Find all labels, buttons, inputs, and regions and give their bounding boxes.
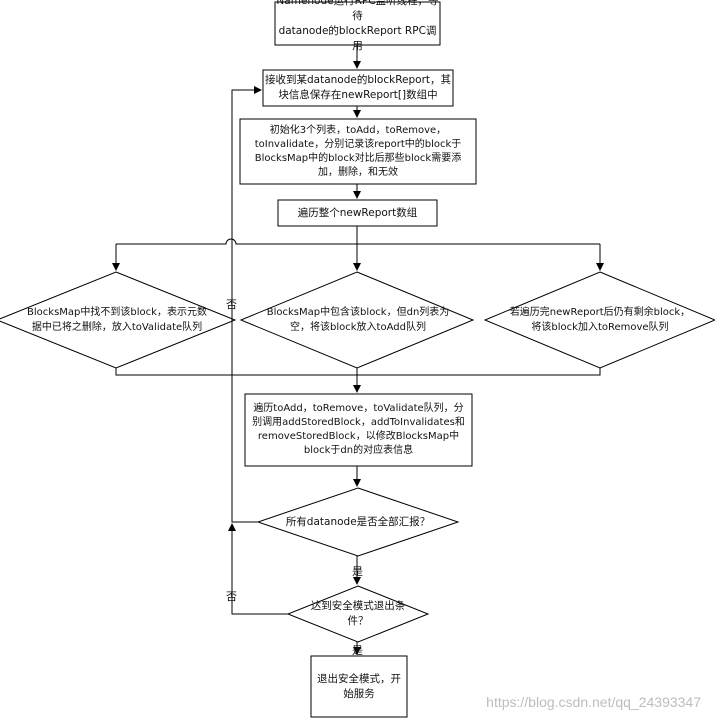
text-rpc-listen: Namenode运行RPC监听线程，等待 datanode的blockRepor… xyxy=(276,0,439,52)
diamond-safe-mode xyxy=(286,585,430,643)
box-rpc-listen xyxy=(274,1,441,46)
text-decision-not-found: BlocksMap中找不到该block，表示元数 据中已将之删除，放入toVal… xyxy=(27,307,207,333)
text-exit-safe-mode: 退出安全模式，开 始服务 xyxy=(317,672,401,700)
text-decision-dn-empty: BlocksMap中包含该block，但dn列表为 空，将该block放入toA… xyxy=(266,307,450,333)
box-init-lists xyxy=(239,118,477,185)
label-no-loop-bottom: 否 xyxy=(226,590,237,603)
box-process-queues xyxy=(244,393,473,467)
label-no-loop-top: 否 xyxy=(226,298,237,311)
text-init-lists: 初始化3个列表，toAdd，toRemove， toInvalidate，分别记… xyxy=(254,124,462,178)
edge-split-bar xyxy=(116,238,600,245)
label-yes-safe-mode: 是 xyxy=(352,644,363,657)
text-process-queues: 遍历toAdd，toRemove，toValidate队列，分 别调用addSt… xyxy=(252,403,465,456)
text-decision-remaining: 若遍历完newReport后仍有剩余block， 将该block加入toRemo… xyxy=(509,307,691,333)
label-yes-all-reported: 是 xyxy=(352,565,363,578)
edge-merge-left xyxy=(115,368,357,376)
text-all-reported: 所有datanode是否全部汇报？ xyxy=(285,515,431,528)
edge-merge-right xyxy=(357,368,601,376)
text-receive-report: 接收到某datanode的blockReport，其 块信息保存在newRepo… xyxy=(264,74,452,101)
edge-safe-mode-no xyxy=(228,523,288,615)
box-traverse-report xyxy=(277,199,438,227)
edge-all-reported-no xyxy=(231,86,262,523)
box-exit-safe-mode xyxy=(310,655,408,718)
text-safe-mode-condition: 达到安全模式退出条 件？ xyxy=(310,600,406,627)
watermark: https://blog.csdn.net/qq_24393347 xyxy=(486,694,701,710)
text-traverse-report: 遍历整个newReport数组 xyxy=(297,206,418,219)
diamond-all-reported xyxy=(256,487,460,557)
box-receive-report xyxy=(262,69,454,107)
